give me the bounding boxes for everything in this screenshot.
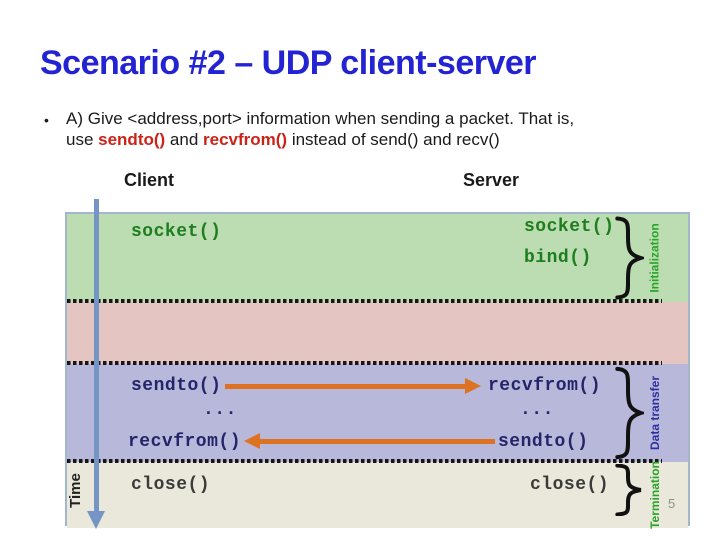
bullet-term-sendto: sendto() bbox=[98, 130, 166, 149]
bullet-line-2: use sendto() and recvfrom() instead of s… bbox=[66, 129, 574, 150]
bullet-item: • A) Give <address,port> information whe… bbox=[44, 108, 574, 150]
bullet-term-use: use bbox=[66, 130, 99, 149]
client-close-call: close() bbox=[131, 475, 211, 495]
initialization-label: Initialization bbox=[648, 223, 662, 293]
bullet-marker: • bbox=[44, 112, 49, 128]
slide-page-number: 5 bbox=[668, 496, 676, 511]
server-close-call: close() bbox=[530, 475, 610, 495]
bullet-term-insteadof: instead of bbox=[287, 130, 371, 149]
termination-band bbox=[67, 462, 688, 528]
termination-label: Termination bbox=[648, 461, 662, 529]
client-recvfrom-call: recvfrom() bbox=[128, 432, 242, 452]
time-axis-label: Time bbox=[66, 472, 84, 508]
server-ellipsis: ... bbox=[520, 400, 554, 420]
bullet-term-send: send() bbox=[370, 130, 419, 149]
bullet-term-and2: and bbox=[418, 130, 457, 149]
initialization-band bbox=[67, 214, 688, 302]
bullet-term-recv: recv() bbox=[456, 130, 500, 149]
client-column-header: Client bbox=[124, 170, 175, 190]
phase-divider bbox=[67, 459, 662, 463]
server-bind-call: bind() bbox=[524, 248, 592, 268]
page-title: Scenario #2 – UDP client-server bbox=[40, 44, 537, 82]
packet-arrow-right-icon bbox=[225, 384, 467, 389]
phase-divider bbox=[67, 361, 662, 365]
bullet-line-1: A) Give <address,port> information when … bbox=[66, 109, 575, 128]
time-axis-arrow-icon bbox=[87, 511, 105, 529]
server-sendto-call: sendto() bbox=[498, 432, 589, 452]
brace-icon bbox=[612, 366, 644, 460]
packet-arrow-right-head-icon bbox=[465, 378, 481, 394]
data-transfer-label: Data transfer bbox=[648, 375, 662, 451]
brace-icon bbox=[612, 464, 644, 516]
packet-arrow-left-icon bbox=[260, 439, 495, 444]
bullet-term-and1: and bbox=[165, 130, 203, 149]
server-socket-call: socket() bbox=[524, 217, 615, 237]
bullet-text: A) Give <address,port> information when … bbox=[66, 108, 574, 150]
packet-arrow-left-head-icon bbox=[244, 433, 260, 449]
bullet-term-recvfrom: recvfrom() bbox=[203, 130, 288, 149]
time-axis-line bbox=[94, 199, 99, 512]
phase-divider bbox=[67, 299, 662, 303]
brace-icon bbox=[612, 216, 644, 300]
server-column-header: Server bbox=[463, 170, 520, 190]
client-ellipsis: ... bbox=[203, 400, 237, 420]
client-sendto-call: sendto() bbox=[131, 376, 222, 396]
sequence-diagram: socket() socket() bind() Initialization … bbox=[65, 212, 690, 529]
data-transfer-band bbox=[67, 364, 688, 462]
gap-band bbox=[67, 302, 688, 364]
client-socket-call: socket() bbox=[131, 222, 222, 242]
server-recvfrom-call: recvfrom() bbox=[488, 376, 602, 396]
